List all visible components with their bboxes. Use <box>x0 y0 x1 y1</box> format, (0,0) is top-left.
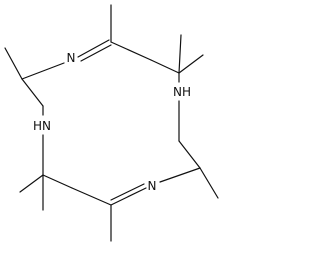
bond-n1-c2-double <box>80 44 112 62</box>
atom-label-n1: N <box>67 51 76 65</box>
bond-c8-c9 <box>42 174 73 189</box>
atom-label-n3: HN <box>33 119 51 133</box>
bond-c6-n4 <box>159 167 201 183</box>
atom-labels: N NH HN N <box>33 51 191 193</box>
bond-c10-c11 <box>21 78 44 107</box>
bond-n4-c7-double <box>110 183 145 201</box>
bond-c7-c8 <box>71 187 112 206</box>
bond-n4-c7 <box>110 187 147 206</box>
bond-c3-c4 <box>150 59 180 74</box>
bond-lines <box>4 4 219 242</box>
bond-c5-c6 <box>178 140 201 169</box>
atom-label-n4: N <box>148 179 157 193</box>
methyl-bond-6 <box>19 174 44 193</box>
bond-n1-c2 <box>77 39 110 58</box>
bond-c11-n1 <box>21 62 65 80</box>
methyl-bond-2 <box>178 54 204 74</box>
molecule-structure: N NH HN N <box>4 4 219 242</box>
atom-label-n2: NH <box>173 85 191 99</box>
methyl-bond-8 <box>4 47 23 80</box>
methyl-bond-3 <box>178 34 182 74</box>
bond-c2-c3 <box>110 41 152 61</box>
methyl-bond-4 <box>199 167 219 199</box>
